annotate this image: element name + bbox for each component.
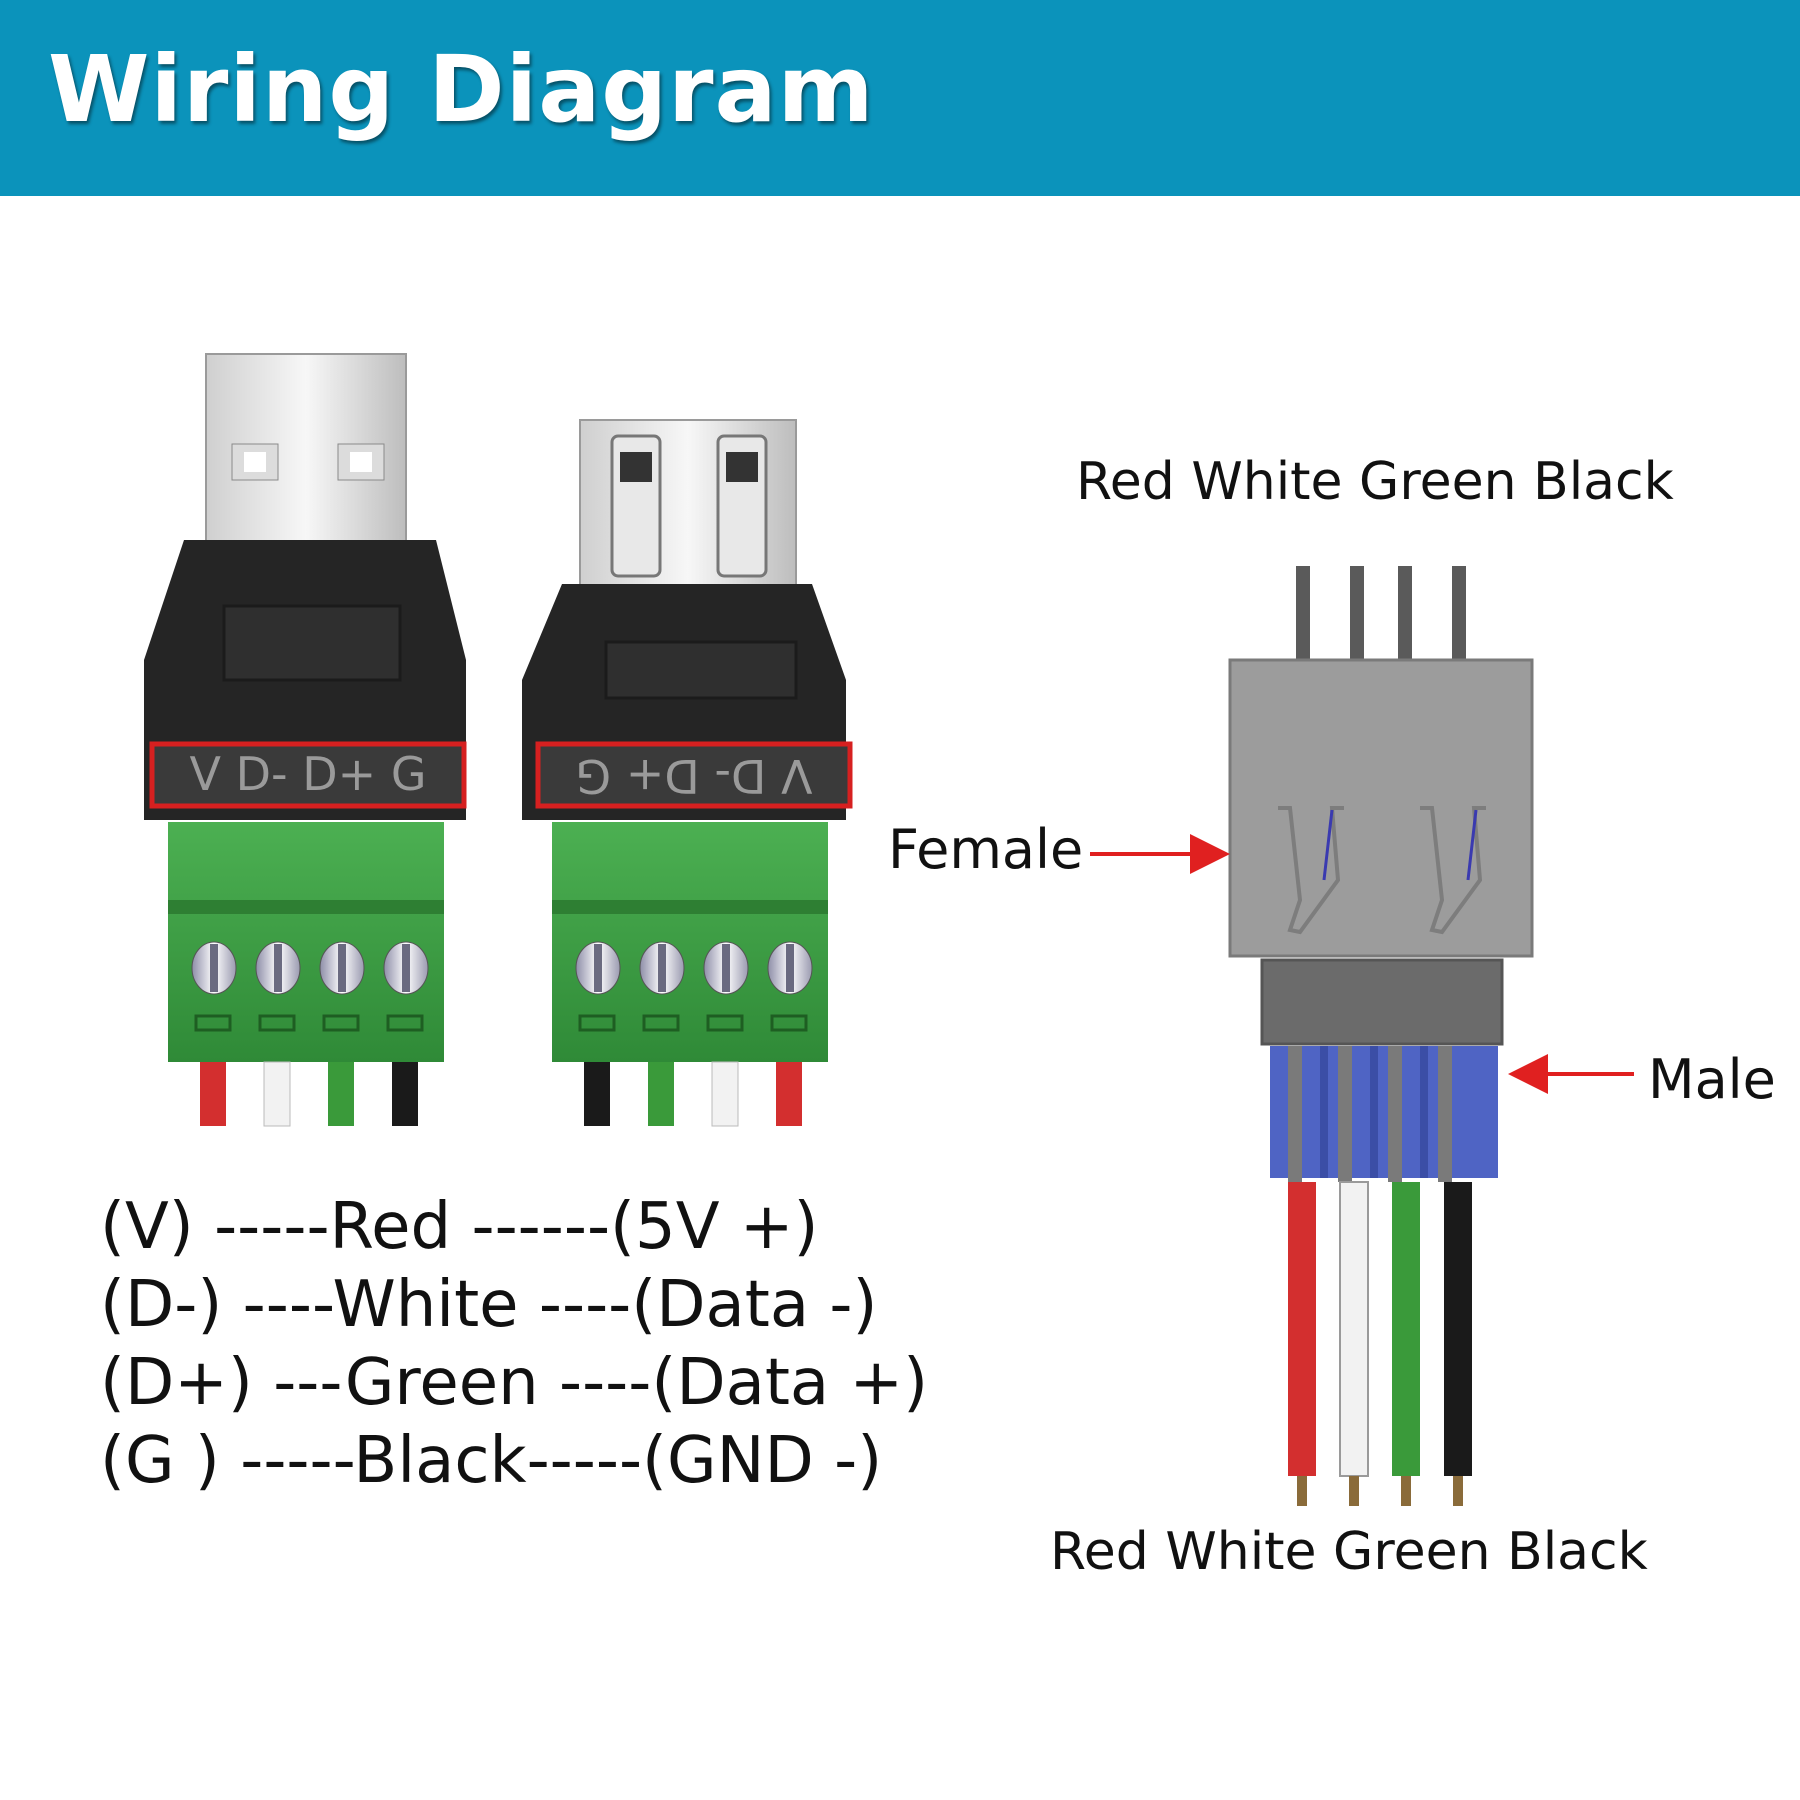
black-wire	[584, 1062, 610, 1126]
female-usb-body	[1228, 658, 1534, 958]
white-wire	[711, 1061, 739, 1127]
legend-line-d-minus: (D-) ----White ----(Data -)	[100, 1268, 878, 1342]
black-wire	[392, 1062, 418, 1126]
green-wire	[648, 1062, 674, 1126]
pin-label-highlight-box	[149, 741, 467, 809]
usb-female-male-adapter	[1090, 566, 1634, 1506]
screw-icon	[191, 941, 237, 995]
micro-usb-terminal-adapter: V D- D+ G	[522, 419, 853, 1127]
female-label: Female	[888, 818, 1084, 881]
legend-line-v: (V) -----Red ------(5V +)	[100, 1190, 819, 1264]
legend-line-d-plus: (D+) ---Green ----(Data +)	[100, 1346, 929, 1420]
pin-label-upside-down: V D- D+ G	[576, 749, 813, 803]
wire-colors-top-label: Red White Green Black	[1076, 452, 1674, 512]
screw-icon	[319, 941, 365, 995]
white-wire	[263, 1061, 291, 1127]
blue-insulator-block	[1270, 1046, 1498, 1178]
male-label: Male	[1648, 1048, 1776, 1111]
white-wire	[1339, 1181, 1369, 1477]
legend-line-g: (G ) -----Black-----(GND -)	[100, 1424, 883, 1498]
red-wire	[1288, 1182, 1316, 1476]
screw-icon	[383, 941, 429, 995]
black-wire	[1444, 1182, 1472, 1476]
green-wire	[328, 1062, 354, 1126]
page-title: Wiring Diagram	[48, 36, 875, 143]
red-wire	[776, 1062, 802, 1126]
screw-icon	[767, 941, 813, 995]
screw-icon	[703, 941, 749, 995]
pin-color-legend: (V) -----Red ------(5V +) (D-) ----White…	[100, 1188, 928, 1500]
green-wire	[1392, 1182, 1420, 1476]
red-wire	[200, 1062, 226, 1126]
screw-icon	[639, 941, 685, 995]
screw-icon	[575, 941, 621, 995]
screw-icon	[255, 941, 301, 995]
wire-colors-bottom-label: Red White Green Black	[1050, 1522, 1648, 1582]
pin-label: V D- D+ G	[190, 747, 427, 801]
male-usb-body	[1260, 958, 1504, 1046]
usb-a-terminal-adapter: V D- D+ G	[144, 353, 467, 1127]
header-banner: Wiring Diagram	[0, 0, 1800, 196]
pin-label-highlight-box	[535, 741, 853, 809]
